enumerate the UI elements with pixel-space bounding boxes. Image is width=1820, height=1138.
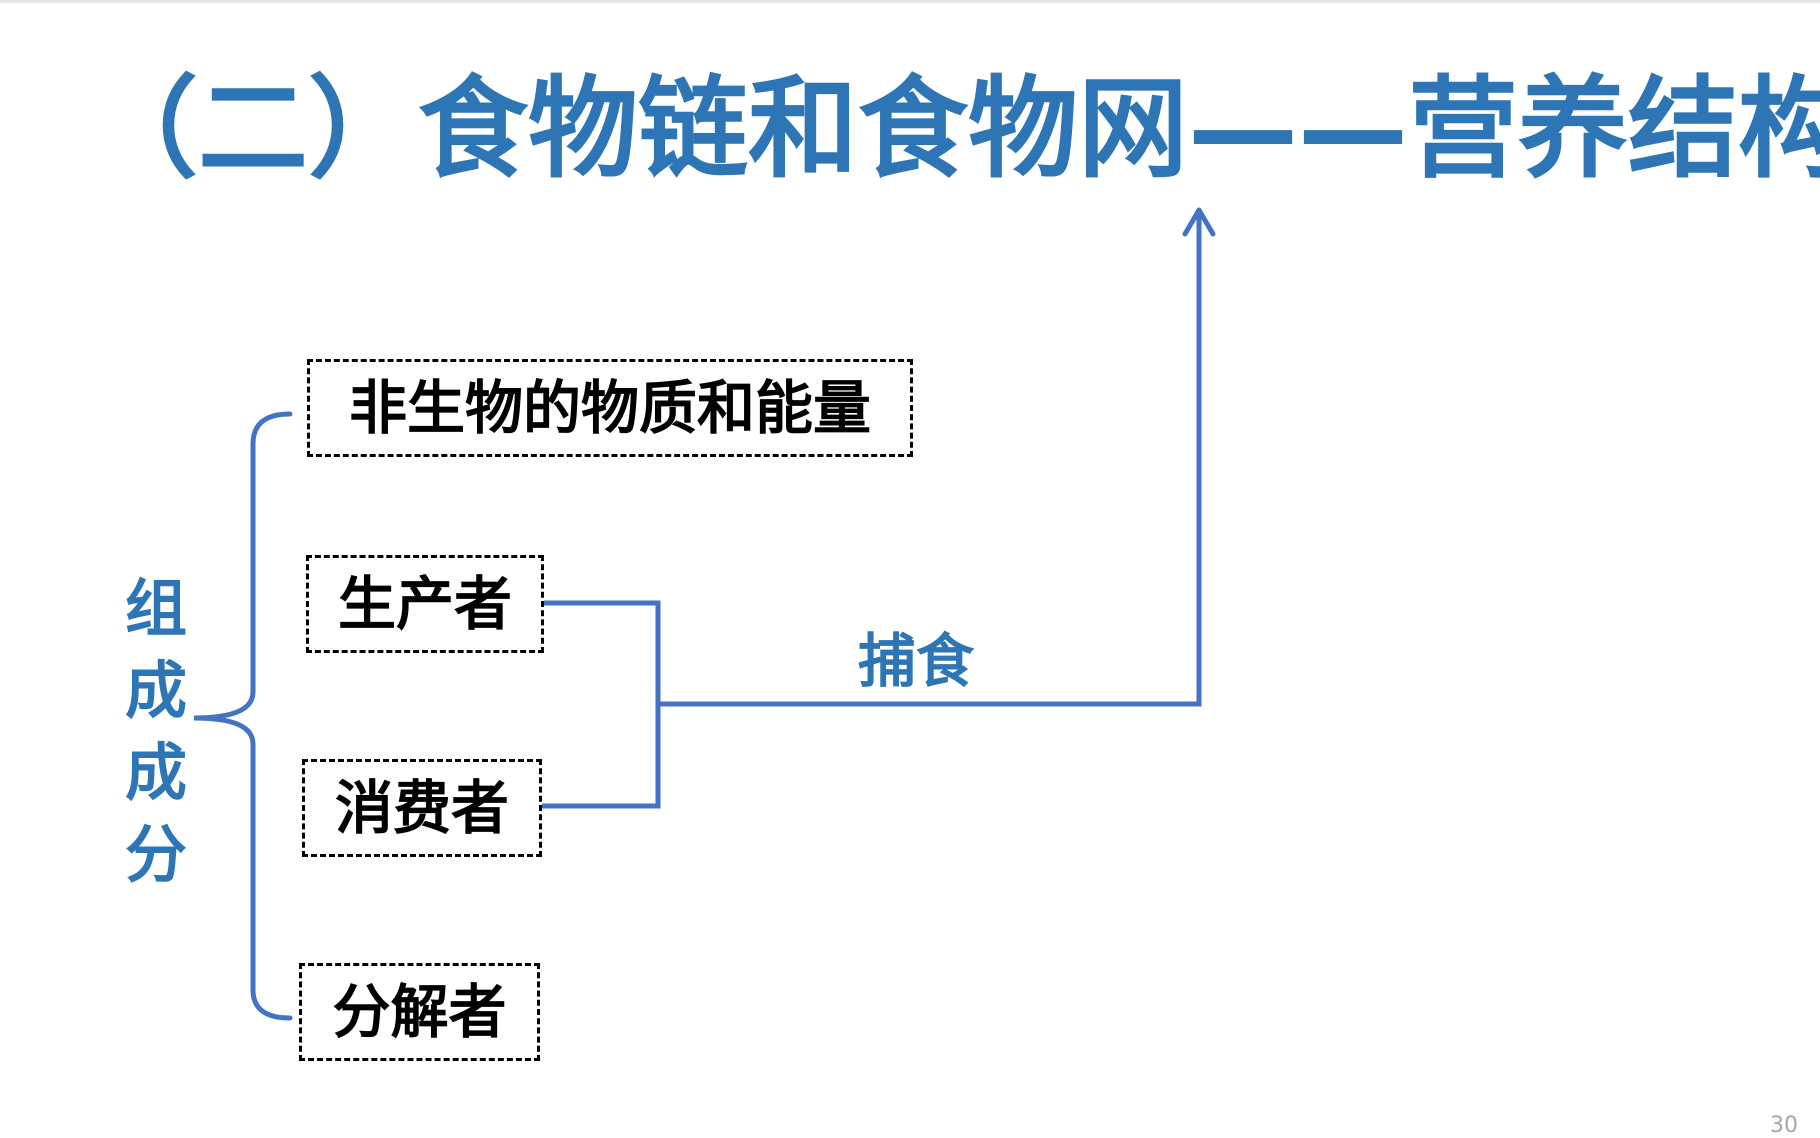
predation-label: 捕食: [858, 627, 975, 695]
predation-arrow-line: [658, 212, 1202, 707]
arrowhead-icon: [1182, 207, 1216, 237]
component-box-decomposer: 分解者: [299, 963, 540, 1061]
component-label: 分解者: [332, 978, 507, 1046]
producer-connector: [542, 600, 661, 702]
page-number: 30: [1770, 1113, 1798, 1138]
component-box-abiotic: 非生物的物质和能量: [307, 359, 913, 457]
slide-title: （二）食物链和食物网——营养结构: [88, 65, 1820, 193]
component-label: 非生物的物质和能量: [348, 374, 871, 442]
component-label: 生产者: [337, 570, 512, 638]
group-label: 组成成分: [124, 572, 187, 891]
consumer-connector: [542, 702, 661, 809]
component-box-consumer: 消费者: [302, 759, 542, 857]
component-box-producer: 生产者: [306, 555, 544, 653]
top-rule: [0, 0, 1820, 3]
component-label: 消费者: [334, 774, 509, 842]
grouping-brace: [193, 411, 293, 1021]
